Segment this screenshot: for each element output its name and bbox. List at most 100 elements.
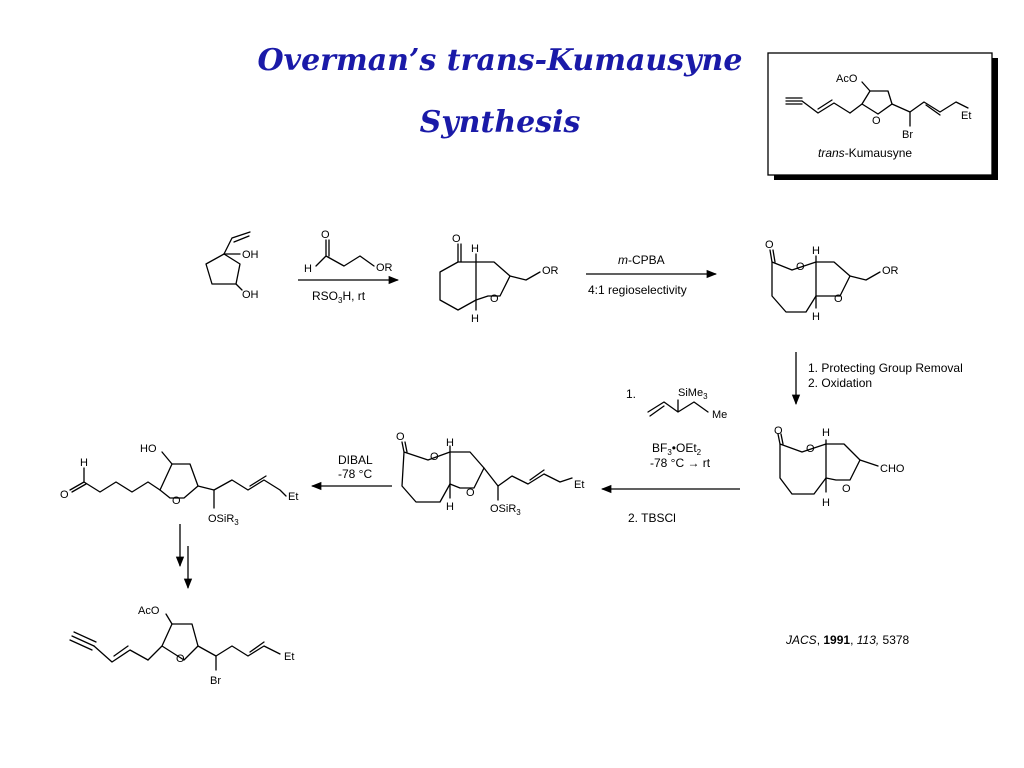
p5-chain-bond (83, 481, 161, 493)
product5: H O HO O OSiR3 Et (60, 443, 298, 527)
step2-reagent: m-CPBA (618, 253, 665, 267)
aldehyde-o-label: O (321, 229, 330, 241)
step5-reagents: DIBAL -78 °C (310, 453, 392, 491)
multistep-arrow (175, 524, 193, 590)
step4-reagents: 1. SiMe3 Me BF3•OEt2 -78 °C → rt 2. TBSC… (600, 387, 740, 525)
p2-ring-o1-label: O (796, 261, 805, 273)
step3-line1: 1. Protecting Group Removal (808, 361, 963, 375)
diol-oh1-label: OH (242, 249, 259, 261)
allylsilane-sime3: SiMe3 (678, 387, 708, 401)
final-alkyne-bond (69, 631, 97, 651)
step4-line2: 2. TBSCl (628, 511, 676, 525)
final-aco-bond (165, 613, 173, 625)
p4-osir-label: OSiR3 (490, 503, 521, 517)
target-aco-label: AcO (836, 73, 858, 85)
p2-carbonyl-o-label: O (765, 239, 774, 251)
p3-h-top-label: H (822, 427, 830, 439)
target-name: trans-Kumausyne (818, 146, 912, 160)
p4-et-label: Et (574, 479, 584, 491)
product2: O O H H O OR (765, 239, 899, 323)
p2-thf-bond (815, 261, 851, 297)
p4-carbonyl-bond (401, 441, 408, 453)
p4-ring-o2-label: O (466, 487, 475, 499)
p2-h-bottom-label: H (812, 311, 820, 323)
step5-line2: -78 °C (338, 467, 372, 481)
p1-h-top-label: H (471, 243, 479, 255)
allylsilane-bond (647, 399, 709, 417)
p5-ring-o-label: O (172, 495, 181, 507)
p1-side-chain-bond (509, 271, 541, 281)
product4: O O H H O OSiR3 Et (396, 431, 584, 517)
target-left-chain-bond (801, 99, 851, 114)
p3-carbonyl-o-label: O (774, 425, 783, 437)
p1-ring-o-label: O (490, 293, 499, 305)
p5-thf-bond (159, 463, 199, 499)
product3: O O H H O CHO (774, 425, 905, 509)
p1-ketone-o-label: O (452, 233, 461, 245)
p5-et-label: Et (288, 491, 298, 503)
p2-carbonyl-bond (769, 249, 776, 263)
p1-or-label: OR (542, 265, 559, 277)
final-br-label: Br (210, 675, 221, 687)
p3-ring-o1-label: O (806, 443, 815, 455)
p3-cho-label: CHO (880, 463, 905, 475)
aldehyde-h-label: H (304, 263, 312, 275)
p4-ring-o1-label: O (430, 451, 439, 463)
diol-oh2-bond (235, 283, 243, 291)
p4-h-bottom-label: H (446, 501, 454, 513)
p1-ketone-bond (457, 243, 462, 263)
final-right-chain-bond (197, 641, 281, 657)
p4-carbonyl-o-label: O (396, 431, 405, 443)
final-aco-label: AcO (138, 605, 160, 617)
target-box-frame (767, 52, 993, 176)
p3-carbonyl-bond (777, 433, 784, 445)
final-ring-bond (147, 623, 199, 661)
p2-side-chain-bond (849, 271, 881, 281)
title-line-2: Synthesis (419, 105, 581, 140)
p5-aldehyde-bond (69, 467, 87, 493)
p5-osir-label: OSiR3 (208, 513, 239, 527)
final-o-label: O (176, 653, 185, 665)
step2-reagents: m-CPBA 4:1 regioselectivity (586, 253, 718, 297)
p1-thf-bond (475, 261, 511, 301)
target-et-label: Et (961, 110, 971, 122)
aldehyde-bond (315, 239, 375, 267)
final-product: AcO O Br Et (69, 605, 294, 687)
target-right-chain-bond (891, 101, 969, 116)
p3-lactone-ring-bond (779, 443, 827, 495)
step4-num1: 1. (626, 387, 636, 401)
p3-h-bottom-label: H (822, 497, 830, 509)
p3-thf-bond (825, 443, 861, 481)
target-name-suffix: -Kumausyne (845, 146, 913, 160)
target-aco-bond (861, 81, 871, 92)
p1-cyclohexane-bond (439, 261, 477, 311)
p4-thf-bond (449, 451, 485, 489)
p5-ho-bond (161, 451, 173, 465)
step4-temp: -78 °C → rt (650, 456, 711, 470)
p4-side-chain-bond (483, 467, 573, 487)
step2-conditions: 4:1 regioselectivity (588, 283, 687, 297)
p1-h-bottom-label: H (471, 313, 479, 325)
target-name-prefix: trans (818, 146, 845, 160)
aldehyde-or-label: OR (376, 262, 393, 274)
product1: O H H O OR (439, 233, 559, 325)
allylsilane-me: Me (712, 409, 727, 421)
step3-reagents: 1. Protecting Group Removal 2. Oxidation (791, 352, 963, 406)
p5-o-label: O (60, 489, 69, 501)
final-et-label: Et (284, 651, 294, 663)
p5-ho-label: HO (140, 443, 157, 455)
p5-side-chain-bond (197, 475, 287, 497)
p2-or-label: OR (882, 265, 899, 277)
p2-ring-o2-label: O (834, 293, 843, 305)
step3-line2: 2. Oxidation (808, 376, 872, 390)
step1-reagent: RSO3H, rt (312, 289, 366, 305)
p2-lactone-ring-bond (771, 261, 817, 313)
target-o-label: O (872, 115, 881, 127)
target-molecule (785, 81, 969, 127)
step1-reagents: O H OR RSO3H, rt (298, 229, 400, 305)
starting-diol: OH OH (205, 231, 259, 301)
p4-lactone-ring-bond (401, 451, 451, 503)
p2-h-top-label: H (812, 245, 820, 257)
p5-h-label: H (80, 457, 88, 469)
target-alkyne-bond (785, 97, 803, 105)
